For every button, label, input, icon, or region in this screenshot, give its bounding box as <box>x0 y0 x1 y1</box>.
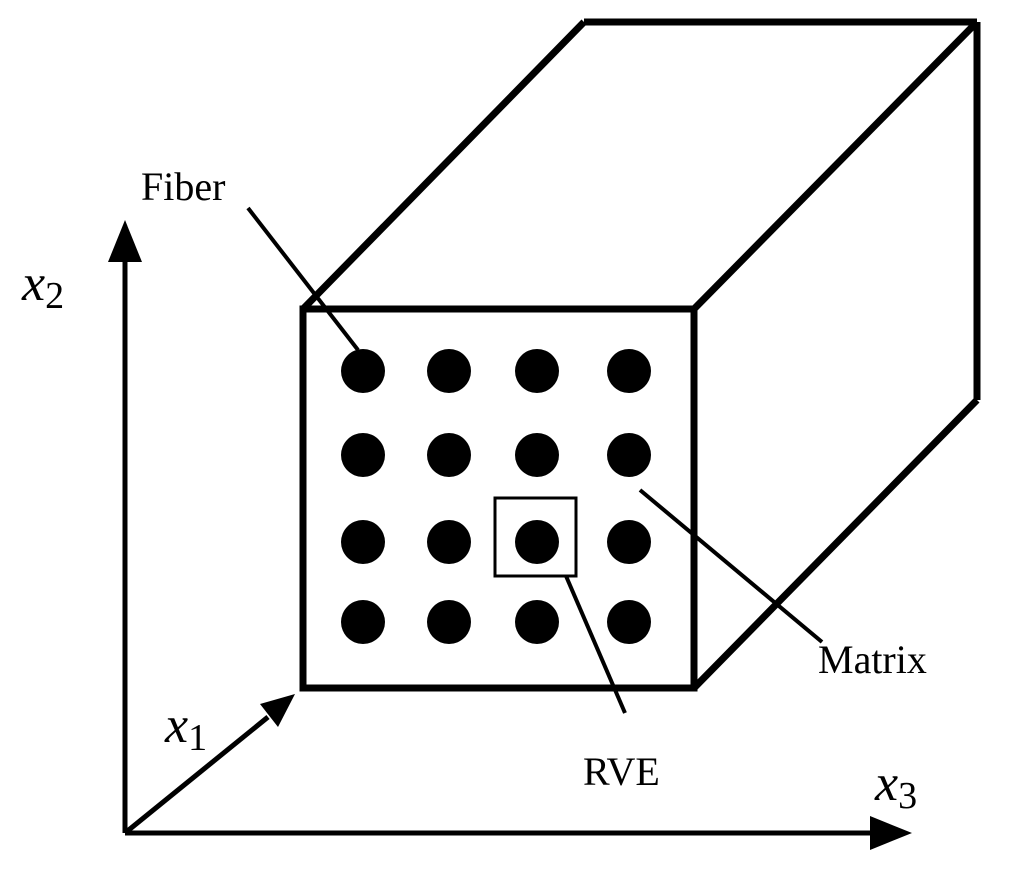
fiber-dot <box>607 520 651 564</box>
fiber-dot <box>515 600 559 644</box>
fiber-dot <box>427 433 471 477</box>
fiber-dot <box>515 433 559 477</box>
x1-axis-label: x1 <box>164 697 207 759</box>
x2-arrowhead <box>108 220 142 262</box>
fiber-dot <box>341 433 385 477</box>
top-right-edge <box>691 19 980 312</box>
fiber-dot <box>607 349 651 393</box>
front-face <box>299 305 698 692</box>
leader-lines <box>246 206 824 714</box>
fiber-dot <box>427 520 471 564</box>
x1-arrowhead <box>260 694 295 727</box>
rve-leader <box>564 575 627 714</box>
fiber-dot <box>607 600 651 644</box>
fiber-dot <box>607 433 651 477</box>
fiber-dot <box>341 600 385 644</box>
x3-axis-label: x3 <box>874 755 917 817</box>
rve-label: RVE <box>583 749 660 794</box>
composite-block <box>299 18 981 692</box>
bottom-right-edge <box>691 397 980 691</box>
fiber-array <box>341 349 651 644</box>
x2-axis-var: x <box>21 255 45 312</box>
fiber-dot <box>427 600 471 644</box>
fiber-dot <box>341 520 385 564</box>
fiber-dot <box>515 349 559 393</box>
fiber-dot <box>427 349 471 393</box>
x3-axis-sub: 3 <box>898 775 917 817</box>
fiber-leader <box>246 206 360 352</box>
fiber-label: Fiber <box>141 164 225 209</box>
fiber-dot <box>341 349 385 393</box>
x1-axis-line <box>123 715 270 835</box>
matrix-leader <box>638 488 824 644</box>
fiber-dot <box>515 520 559 564</box>
x2-axis-sub: 2 <box>45 275 64 317</box>
x1-axis-sub: 1 <box>188 717 207 759</box>
top-left-edge <box>300 19 587 312</box>
x2-axis-label: x2 <box>21 255 64 317</box>
x3-arrowhead <box>870 816 912 850</box>
rve-box <box>493 496 578 578</box>
matrix-label: Matrix <box>818 637 927 682</box>
x1-axis-var: x <box>164 697 188 754</box>
x3-axis-var: x <box>874 755 898 812</box>
axes <box>108 220 912 850</box>
